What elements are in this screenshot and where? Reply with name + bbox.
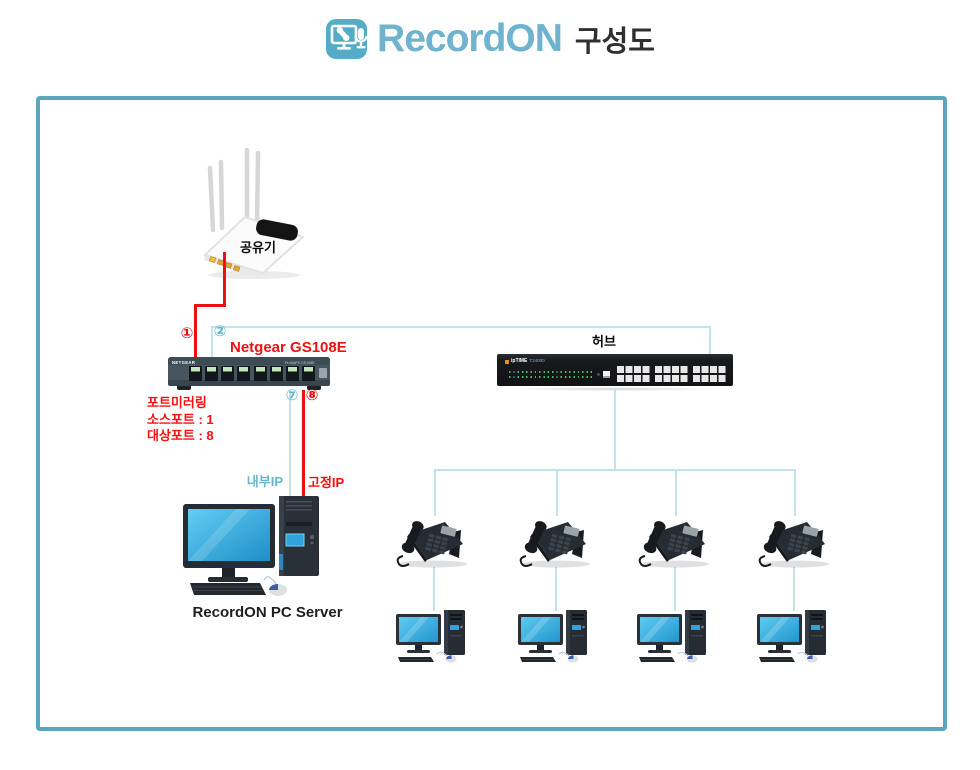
cable-port2-up [211,327,213,358]
hub-logo: ipTIME T24000 [505,359,545,364]
cable-phone4-pc [793,567,795,611]
hub-brand-text: ipTIME [511,358,528,364]
cable-hub-drop [709,326,711,362]
static-ip-label: 고정IP [308,475,345,490]
hub-reset-button [597,373,600,376]
port1-badge: ① [180,325,194,342]
hub-model-text: T24000 [529,358,545,364]
client-pc-3 [636,609,707,664]
switch-image: NETGEAR ProSAFE GS108E [168,357,330,390]
client-pc-1 [395,609,466,664]
hub-port-group [693,366,727,382]
hub-port-group [655,366,689,382]
cable-phone2-drop [556,470,558,516]
mirroring-title: 포트미러링 [147,395,207,410]
cable-hub-down [614,390,616,470]
hub-led-row [509,376,595,378]
cable-phone3-pc [674,567,676,611]
port7-badge: ⑦ [285,387,299,404]
ip-phone-3 [638,518,710,568]
cable-port7-internal-ip [289,390,291,498]
page-title: RecordON 구성도 [0,16,980,61]
hub-image: ipTIME T24000 [497,350,733,392]
brand-title: RecordON [377,17,563,60]
internal-ip-label: 내부IP [246,474,283,489]
switch-brand-text: NETGEAR [172,360,195,365]
cable-phone-bus [434,469,796,471]
hub-logo-mark-icon [505,359,509,364]
recordon-logo-icon [326,19,368,59]
cable-phone4-drop [794,470,796,516]
cable-to-port1 [194,304,197,360]
cable-switch-to-hub [211,326,711,328]
switch-model-text: ProSAFE GS108E [285,361,315,365]
server-image [183,496,319,596]
hub-led-row [509,371,595,373]
ip-phone-1 [396,518,468,568]
router-label: 공유기 [240,240,276,255]
cable-port8-static-ip [302,390,305,498]
router-image [204,147,304,279]
mirroring-source-port: 소스포트 : 1 [147,411,214,427]
mirroring-target-port: 대상포트 : 8 [147,428,214,443]
hub-label: 허브 [592,334,616,349]
cable-phone1-pc [433,567,435,611]
hub-uplink-port [603,371,610,378]
cable-router-elbow [194,304,226,307]
cable-phone2-pc [555,567,557,611]
ip-phone-4 [758,518,830,568]
port2-badge: ② [213,323,227,340]
port8-badge: ⑧ [305,387,319,404]
cable-phone1-drop [434,470,436,516]
server-label: RecordON PC Server [192,604,343,621]
hub-port-group [617,366,651,382]
port-mirroring-note: 포트미러링 소스포트 : 1 대상포트 : 8 [147,395,214,445]
ip-phone-2 [519,518,591,568]
cable-phone3-drop [675,470,677,516]
client-pc-2 [517,609,588,664]
client-pc-4 [756,609,827,664]
switch-name-label: Netgear GS108E [230,339,347,356]
hub-chassis: ipTIME T24000 [497,354,733,391]
cable-router-down [223,252,226,306]
doc-type-title: 구성도 [574,25,655,58]
